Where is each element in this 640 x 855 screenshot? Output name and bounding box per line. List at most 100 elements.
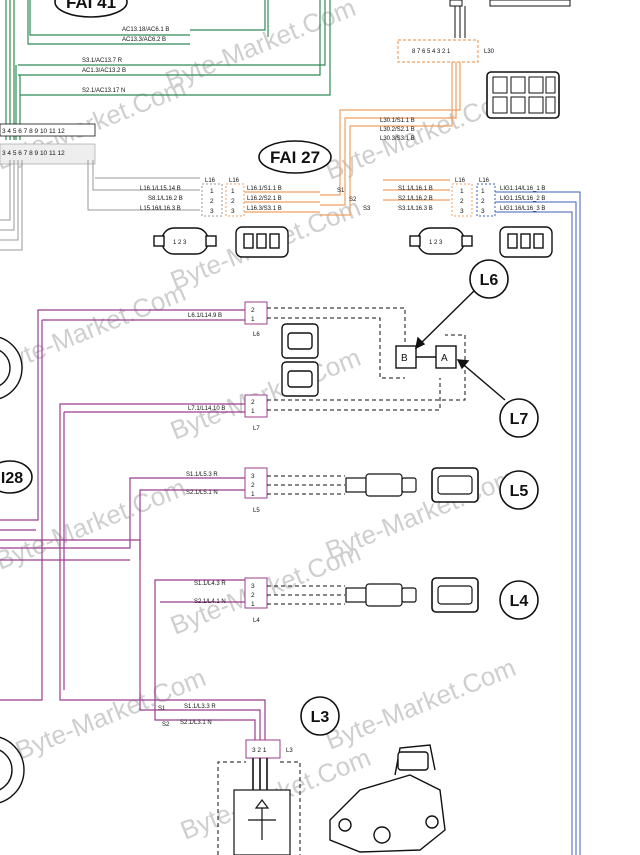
terminal-pins-top: 3 4 5 6 7 8 9 10 11 12 bbox=[2, 128, 65, 135]
pin-number: 2 bbox=[481, 198, 485, 205]
l6-connector: L6.1/L14.9 B 2 1 L6 bbox=[188, 301, 268, 338]
wire-label: LIG1.14/L16_1 B bbox=[500, 186, 545, 192]
throttle-sensor-drawing bbox=[329, 744, 446, 853]
callout-arrows bbox=[415, 289, 506, 401]
l6-l7-plug-icons bbox=[281, 323, 319, 397]
l30-pins: 8 7 6 5 4 3 2 1 bbox=[412, 49, 451, 55]
pin-number: 2 bbox=[251, 592, 255, 599]
wire-label: S2.1/L5.1 N bbox=[186, 490, 218, 496]
wire-label: AC13.3/AC6.2 B bbox=[122, 37, 166, 43]
gray-wire-labels: L16.1/L15.14 B S8.1/L16.2 B L15.16/L16.3… bbox=[140, 186, 183, 212]
wire-label: AC1.3/AC13.2 B bbox=[82, 68, 126, 74]
l3-wire-labels: S1.1/L3.3 R S2.1/L3.1 N S1 S2 bbox=[158, 704, 216, 728]
splice-label: S2 bbox=[162, 722, 170, 728]
box-a-label: A bbox=[441, 353, 448, 364]
pin-number: 2 bbox=[251, 399, 255, 406]
l7-callout: L7 bbox=[499, 398, 539, 438]
l16-label: L16 bbox=[229, 178, 240, 184]
i28-callout: I28 bbox=[0, 460, 33, 494]
fai41-label: FAI 41 bbox=[66, 0, 116, 12]
l3-pins: 3 2 1 bbox=[252, 747, 267, 754]
l16-label: L16 bbox=[455, 178, 466, 184]
l5-sensor bbox=[345, 467, 479, 503]
wire-label: LIG1.16/L16_3 B bbox=[500, 206, 545, 212]
l6-l7-dashed-links bbox=[267, 307, 466, 411]
pin-number: 3 bbox=[251, 583, 255, 590]
fai27-callout: FAI 27 bbox=[258, 140, 332, 174]
i28-label: I28 bbox=[1, 470, 23, 487]
l5-connector: S1.1/L5.3 R S2.1/L5.1 N 3 2 1 L5 bbox=[186, 467, 268, 514]
l16-connector-right: S1.1/L16.1 B S2.1/L16.2 B S3.1/L16.3 B L… bbox=[398, 178, 496, 217]
splice-label: S2 bbox=[349, 197, 357, 203]
wire-label: S2.1/L16.2 B bbox=[398, 196, 433, 202]
fai27-orange-wires bbox=[244, 191, 320, 213]
pin-number: 3 bbox=[251, 473, 255, 480]
pin-number: 3 bbox=[210, 208, 214, 215]
watermark: Byte-Market.Com bbox=[166, 342, 365, 446]
splice-label: S1 bbox=[158, 706, 166, 712]
wire-label: S2.1/L4.1 N bbox=[194, 599, 226, 605]
connector-label: L5 bbox=[253, 508, 260, 514]
wire-label: L30.3/S3.1 B bbox=[380, 136, 415, 142]
wire-label: S3.1/L16.3 B bbox=[398, 206, 433, 212]
wire-label: S2.1/L3.1 N bbox=[180, 720, 212, 726]
splice-label: S3 bbox=[363, 206, 371, 212]
wire-label: LIG1.15/L16_2 B bbox=[500, 196, 545, 202]
l16-label: L16 bbox=[205, 178, 216, 184]
l16-connector-left: L16 1 2 3 L16 1 2 3 bbox=[201, 178, 245, 217]
wire-label: L30.2/S2.1 B bbox=[380, 127, 415, 133]
l6-callout: L6 bbox=[469, 259, 509, 299]
pin-number: 2 bbox=[231, 198, 235, 205]
blue-wire-group bbox=[495, 191, 581, 855]
wire-label: S2.1/AC13.17 N bbox=[82, 88, 125, 94]
wire-label: L16.1/S1.1 B bbox=[247, 186, 282, 192]
pin-number: 1 bbox=[251, 491, 255, 498]
fai41-callout: FAI 41 bbox=[54, 0, 128, 18]
terminal-strip: 3 4 5 6 7 8 9 10 11 12 3 4 5 6 7 8 9 10 … bbox=[0, 123, 96, 165]
l4-connector: S1.1/L4.3 R S2.1/L4.1 N 3 2 1 L4 bbox=[194, 577, 268, 624]
pin-number: 2 bbox=[251, 307, 255, 314]
plug-pins: 1 2 3 bbox=[173, 240, 187, 246]
l5-callout: L5 bbox=[499, 470, 539, 510]
pin-number: 1 bbox=[251, 408, 255, 415]
pin-number: 3 bbox=[231, 208, 235, 215]
wire-label: S1.1/L16.1 B bbox=[398, 186, 433, 192]
wire-label: S8.1/L16.2 B bbox=[148, 196, 183, 202]
l3-dashed-frame bbox=[217, 761, 301, 855]
wire-label: L7.1/L14.10 B bbox=[188, 406, 225, 412]
l3-callout: L3 bbox=[300, 696, 340, 736]
l30-connector: 8 7 6 5 4 3 2 1 L30 bbox=[397, 39, 495, 63]
pin-number: 2 bbox=[251, 482, 255, 489]
wire-label: S1.1/L5.3 R bbox=[186, 472, 218, 478]
box-b-label: B bbox=[401, 353, 408, 364]
plug-icons-row: 1 2 3 1 2 3 bbox=[153, 226, 553, 258]
connector-label: L7 bbox=[253, 426, 260, 432]
l5-dashed bbox=[267, 475, 345, 495]
plug-pins: 1 2 3 bbox=[429, 240, 443, 246]
wire-label: L16.2/S2.1 B bbox=[247, 196, 282, 202]
l5-label: L5 bbox=[510, 483, 529, 500]
pin-number: 1 bbox=[231, 188, 235, 195]
purple-wire-group bbox=[0, 309, 266, 740]
watermark: Byte-Market.Com bbox=[321, 652, 520, 756]
l30-plug-icon bbox=[486, 71, 560, 119]
connector-label: L3 bbox=[286, 748, 293, 754]
pin-number: 1 bbox=[251, 316, 255, 323]
top-right-connector bbox=[449, 0, 571, 38]
pin-number: 2 bbox=[210, 198, 214, 205]
connector-label: L6 bbox=[253, 332, 260, 338]
l4-label: L4 bbox=[510, 593, 529, 610]
left-round-connectors bbox=[0, 336, 25, 804]
wire-label: AC13.18/AC6.1 B bbox=[122, 27, 169, 33]
l4-sensor bbox=[345, 577, 479, 613]
l7-connector: L7.1/L14.10 B 2 1 L7 bbox=[188, 394, 268, 432]
l4-callout: L4 bbox=[499, 580, 539, 620]
orange-wire-group bbox=[320, 62, 461, 216]
l3-connector: 3 2 1 L3 bbox=[245, 739, 293, 790]
l4-dashed bbox=[267, 585, 345, 605]
terminal-pins-bottom: 3 4 5 6 7 8 9 10 11 12 bbox=[2, 150, 65, 157]
wire-label: L30.1/S1.1 B bbox=[380, 118, 415, 124]
l6-label: L6 bbox=[480, 272, 499, 289]
pin-number: 1 bbox=[210, 188, 214, 195]
